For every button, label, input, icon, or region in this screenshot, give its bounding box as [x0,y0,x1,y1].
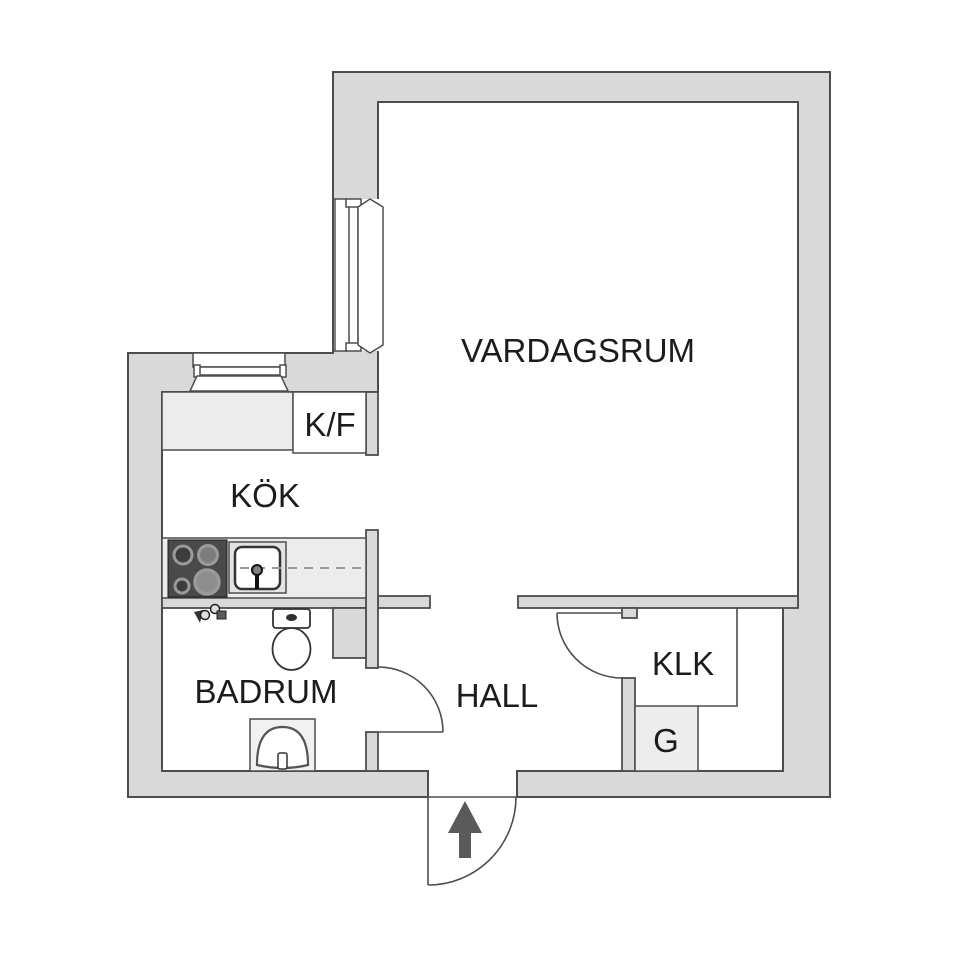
room-label-hall: HALL [456,677,539,714]
wall-klk-door-stub [621,607,638,619]
burner [193,568,221,596]
room-label-kok: KÖK [230,477,300,514]
bathroom-door-arc [377,666,444,733]
window-glass [348,205,359,345]
burner [172,544,194,566]
sink-faucet-icon [251,564,263,589]
wall-kitchen-right-upper [365,391,379,456]
wall-bathroom-right-block [332,607,367,659]
washbasin-icon [249,718,316,772]
klk-partition-line [698,608,738,707]
fridge-freezer-box [292,391,367,454]
window-sill [192,352,286,368]
room-label-kf: K/F [304,406,355,443]
entrance-door [427,796,517,886]
entrance-arrow-icon [448,801,482,858]
wall-klk-left-jamb [621,677,636,772]
wall-livingroom-bottom [517,595,799,609]
window-cap-right [279,364,287,378]
wall-kitchen-bathroom-right [365,529,379,669]
klk-door-arc [556,612,623,679]
bath-mixer-faucet-icon [194,603,227,623]
window-outer-face-line [334,198,347,352]
toilet-icon [271,608,312,671]
entrance-door-arc [427,796,517,886]
window-reveal [357,198,384,354]
burner [173,577,191,595]
kitchen-counter-top [161,391,294,451]
window-reveal [188,375,290,392]
room-label-klk: KLK [652,645,714,682]
stove-icon [167,539,228,598]
living-room-window [334,198,384,354]
wall-hall-livingroom-stub [377,595,431,609]
burner [197,544,219,566]
room-label-g: G [653,722,679,759]
room-label-badrum: BADRUM [194,673,337,710]
wardrobe-box [634,705,699,772]
kitchen-window [188,352,290,392]
window-cap-left [193,364,201,378]
window-glass [195,366,285,376]
wall-bathroom-door-jamb [365,731,379,772]
room-label-vardagsrum: VARDAGSRUM [461,332,695,369]
window-cap-top [345,198,362,208]
bathroom-door [377,666,444,733]
klk-door [556,612,623,679]
